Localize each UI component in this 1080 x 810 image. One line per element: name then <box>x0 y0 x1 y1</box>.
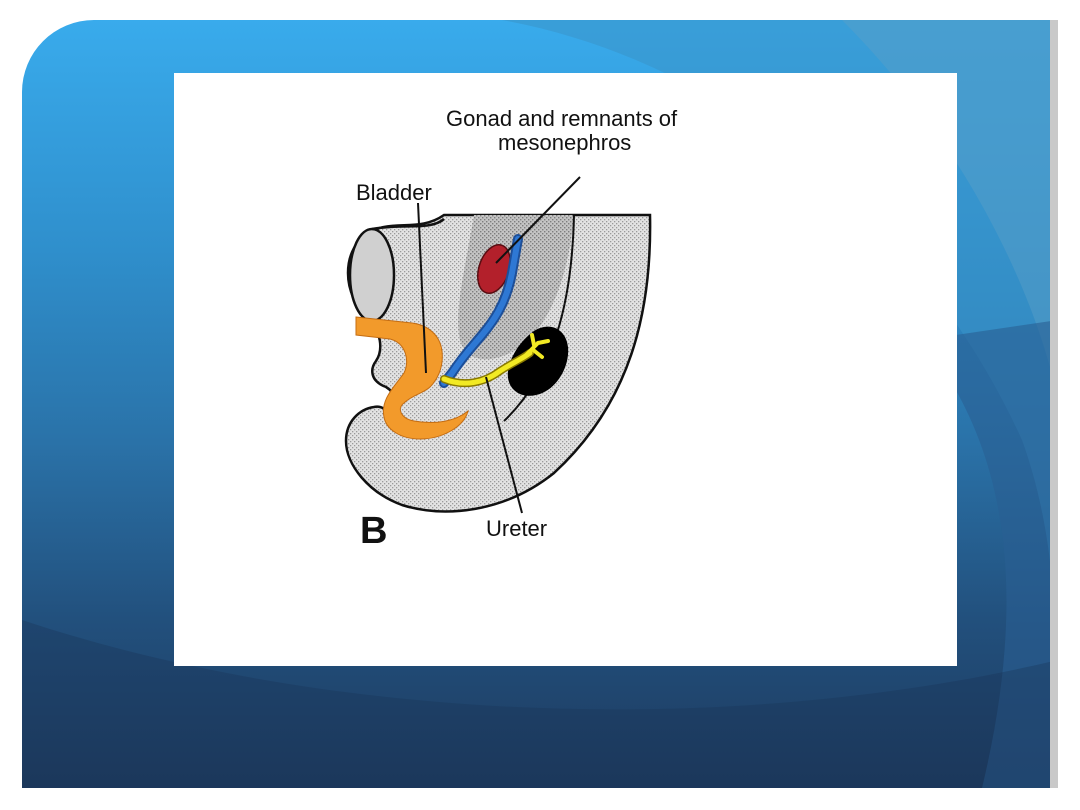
panel-letter: B <box>360 510 388 552</box>
gonad-label-line2: mesonephros <box>498 130 632 155</box>
gonad-leader-line <box>495 176 581 264</box>
ureter-leader-line <box>485 376 523 514</box>
gonad-label-line1: Gonad and remnants of <box>446 106 678 131</box>
mesonephric-duct-fill <box>441 236 521 386</box>
gut-tube-opening <box>348 227 396 323</box>
kidney-shape <box>507 326 569 396</box>
figure-panel: Gonad and remnants of mesonephros Bladde… <box>174 73 957 666</box>
bladder-leader-line <box>417 202 427 374</box>
gut-tube-top <box>371 217 445 231</box>
embryo-diagram <box>344 176 652 514</box>
bladder-shape <box>355 316 469 440</box>
ureter-label: Ureter <box>486 516 548 541</box>
ureter-fill <box>441 350 533 386</box>
renal-pelvis <box>524 333 550 359</box>
slide-edge-strip <box>1050 20 1058 788</box>
bladder-label: Bladder <box>356 180 432 205</box>
